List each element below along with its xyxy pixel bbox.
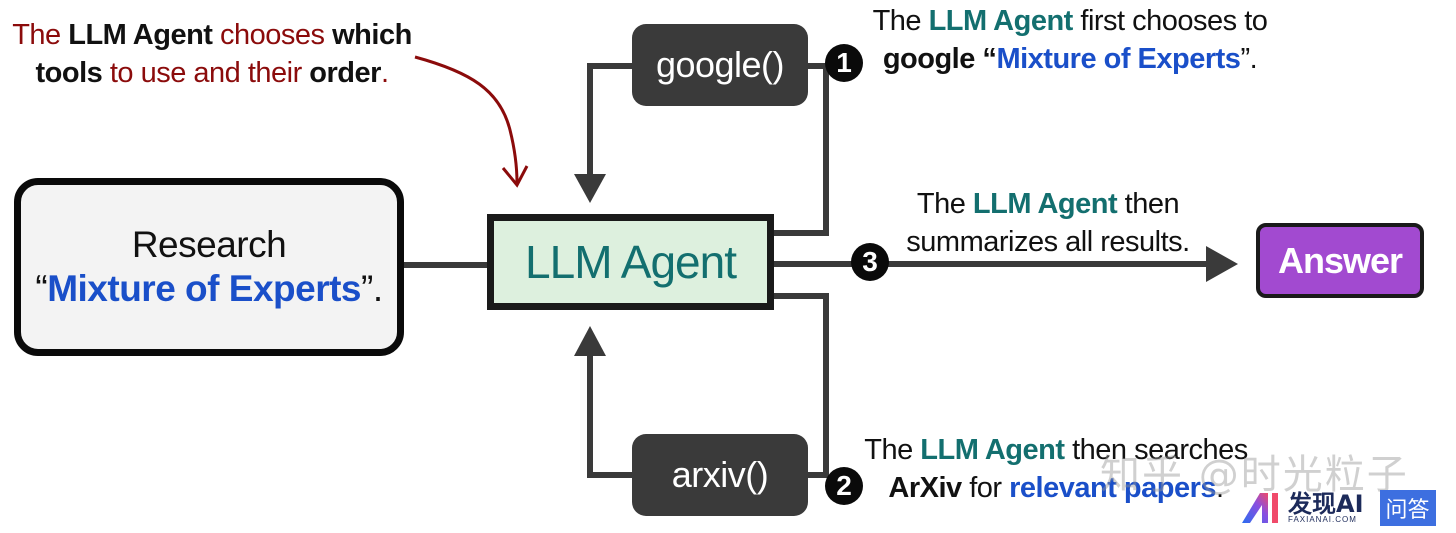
annotation-line-1: The LLM Agent chooses which <box>12 19 412 51</box>
arxiv-tool-label: arxiv() <box>671 454 769 495</box>
step-1-description: The LLM Agent first chooses to google “M… <box>872 5 1268 75</box>
answer-box: Answer <box>1256 223 1424 298</box>
step-3-description: The LLM Agent then summarizes all result… <box>906 188 1190 258</box>
watermark-brand-sub: FAXIANAI.COM <box>1288 515 1357 524</box>
watermark-text: 知乎 @时光粒子 <box>1100 452 1409 498</box>
arxiv-tool-box: arxiv() <box>632 434 808 516</box>
connector-arxiv-to-agent <box>587 350 632 478</box>
google-tool-box: google() <box>632 24 808 106</box>
step-1-badge: 1 <box>825 44 863 82</box>
llm-agent-label: LLM Agent <box>525 236 737 288</box>
step-2-badge: 2 <box>825 467 863 505</box>
watermark-logo: 发现AI FAXIANAI.COM 问答 <box>1240 490 1436 526</box>
watermark-qa-badge: 问答 <box>1379 490 1436 526</box>
arrowhead-answer <box>1206 246 1238 282</box>
annotation-arrowhead <box>501 165 529 188</box>
google-tool-label: google() <box>655 44 785 85</box>
step-2-description: The LLM Agent then searches ArXiv for re… <box>864 434 1248 504</box>
connector-google-to-agent <box>587 63 632 178</box>
arrowhead-google-agent <box>574 174 606 203</box>
research-query: “Mixture of Experts”. <box>35 268 383 309</box>
research-label: Research <box>131 224 287 265</box>
step-3-badge: 3 <box>851 243 889 281</box>
connector-agent-to-google <box>774 63 829 236</box>
annotation-line-2: tools to use and their order. <box>35 57 389 89</box>
watermark-brand: 发现AI <box>1288 490 1364 518</box>
ai-logo-icon <box>1240 491 1282 525</box>
connector-agent-to-arxiv <box>774 293 829 478</box>
answer-label: Answer <box>1277 239 1403 281</box>
research-input-box: Research “Mixture of Experts”. <box>14 178 404 356</box>
llm-agent-box: LLM Agent <box>487 214 774 310</box>
annotation-text: The LLM Agent chooses which tools to use… <box>4 16 420 92</box>
annotation-arrow <box>414 55 519 184</box>
arrowhead-arxiv-agent <box>574 326 606 356</box>
